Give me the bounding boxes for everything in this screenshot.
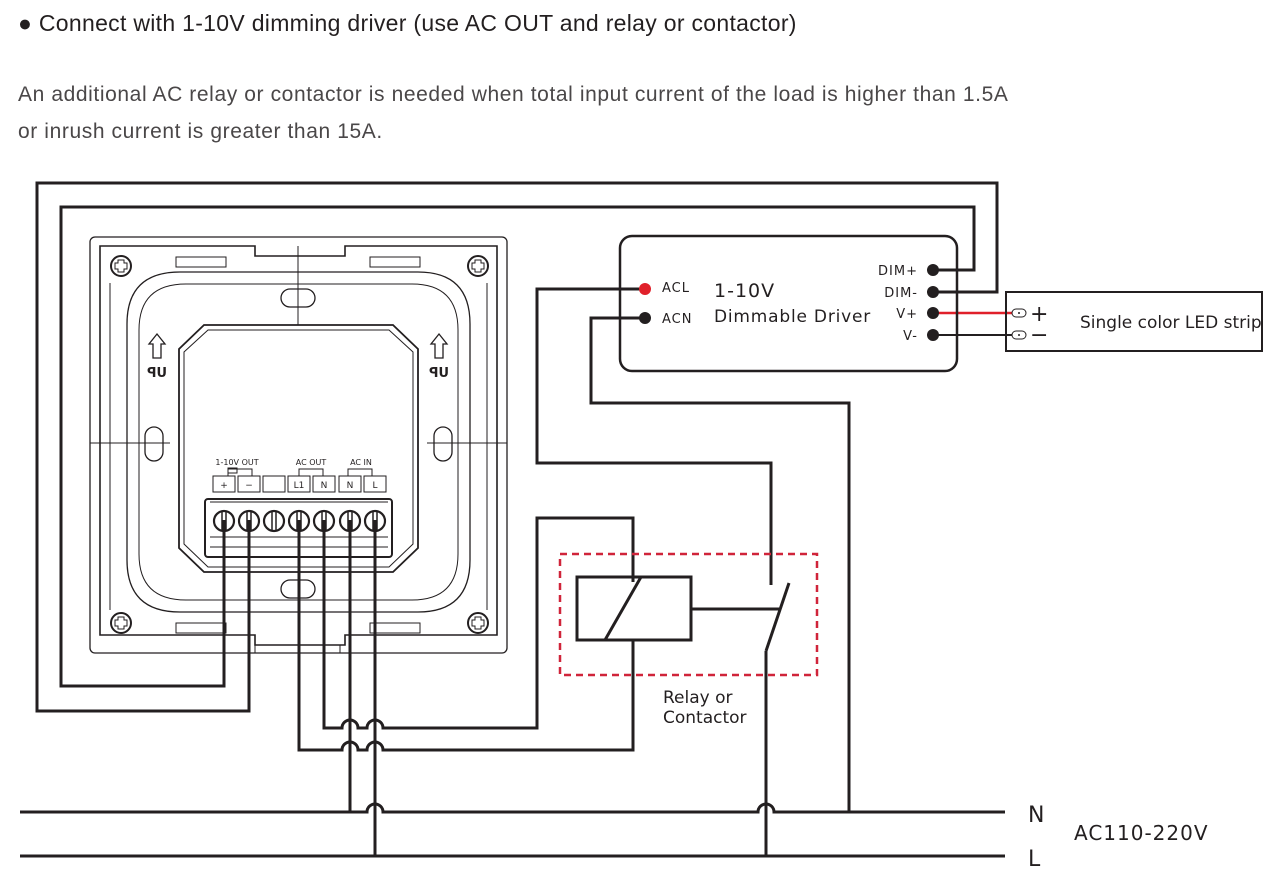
- terminal-label-box: [212, 475, 236, 493]
- driver-label-acl: ACL: [662, 281, 690, 296]
- terminal-label: L: [372, 481, 377, 491]
- relay-coil-slash: [603, 576, 643, 641]
- wire-ac-out-l1: [297, 520, 635, 752]
- mains-neutral-label: N: [1028, 803, 1044, 828]
- mains-live-label: L: [1028, 847, 1041, 872]
- terminal-group-ac-in: AC IN: [350, 458, 372, 467]
- wire-acn: [589, 316, 851, 812]
- driver-label-dim-minus: DIM-: [884, 286, 918, 301]
- junction-box-inner: [183, 329, 414, 568]
- relay: Relay or Contactor: [558, 552, 819, 728]
- terminal-label: L1: [294, 481, 305, 491]
- mains-voltage-label: AC110-220V: [1074, 821, 1209, 845]
- relay-contact-switch: [764, 582, 791, 652]
- mounting-plate-inner: [138, 283, 459, 601]
- pad-dot: [1018, 334, 1020, 336]
- wire-acl: [535, 287, 773, 585]
- driver-pin-dim-minus: [927, 286, 939, 298]
- driver-label-v-minus: V-: [903, 329, 918, 344]
- mount-slot-right: [433, 426, 453, 462]
- up-label-left: UP: [147, 366, 167, 381]
- description-paragraph: An additional AC relay or contactor is n…: [18, 76, 1008, 150]
- up-label-right: UP: [429, 366, 449, 381]
- terminal-label-box: [338, 475, 362, 493]
- screw-icon: [467, 255, 489, 277]
- dim-out-marker: [227, 467, 238, 474]
- mounting-plate-outer: [126, 271, 471, 613]
- screw-icon: [110, 612, 132, 634]
- terminal-labels: + − L1 N N L: [212, 475, 387, 493]
- dimmable-driver: ACL ACN 1-10V Dimmable Driver DIM+ DIM- …: [618, 234, 959, 373]
- driver-label-v-plus: V+: [896, 307, 918, 322]
- terminal-label: +: [220, 481, 228, 491]
- driver-label-acn: ACN: [662, 312, 692, 327]
- led-strip-box: [1005, 291, 1263, 352]
- terminal-group-ac-out: AC OUT: [296, 458, 327, 467]
- driver-pin-dim-plus: [927, 264, 939, 276]
- driver-box: [618, 234, 959, 373]
- bottom-left-clip: [175, 622, 227, 634]
- wire-ac-out-n: [322, 516, 635, 730]
- screw-icon: [110, 255, 132, 277]
- terminal-label-box: [312, 475, 336, 493]
- led-strip-minus-sign: −: [1030, 323, 1048, 348]
- terminal-label: −: [245, 481, 253, 491]
- mount-slot-left: [144, 426, 164, 462]
- terminal-label-box: [237, 475, 261, 493]
- mains-neutral-line: [20, 802, 1005, 814]
- description-line-2: or inrush current is greater than 15A.: [18, 120, 383, 143]
- relay-dashed-outline: [558, 552, 819, 677]
- relay-label-line-2: Contactor: [663, 708, 747, 728]
- pad-dot: [1018, 312, 1020, 314]
- screw-icon: [467, 612, 489, 634]
- driver-pin-v-plus: [927, 307, 939, 319]
- bottom-right-clip: [369, 622, 421, 634]
- terminal-label: N: [347, 481, 354, 491]
- terminal-label-box: [287, 475, 311, 493]
- driver-label-dim-plus: DIM+: [878, 264, 918, 279]
- junction-box-outline: [178, 324, 419, 573]
- driver-title-line-2: Dimmable Driver: [714, 307, 871, 327]
- ac-out-bracket: [298, 468, 324, 476]
- led-strip-label: Single color LED strip: [1080, 313, 1262, 333]
- up-arrow-icon: [147, 332, 167, 359]
- terminal-screw-icon: [262, 509, 286, 533]
- top-left-clip: [175, 256, 227, 268]
- driver-pin-v-minus: [927, 329, 939, 341]
- driver-pin-acl: [639, 283, 651, 295]
- top-right-clip: [369, 256, 421, 268]
- description-line-1: An additional AC relay or contactor is n…: [18, 83, 1009, 106]
- terminal-label-box: [363, 475, 387, 493]
- driver-pin-acn: [639, 312, 651, 324]
- led-strip-plus-sign: +: [1030, 302, 1048, 327]
- section-heading: ● Connect with 1-10V dimming driver (use…: [18, 10, 797, 36]
- led-strip: + − Single color LED strip: [1005, 291, 1263, 352]
- wires: [20, 181, 1012, 858]
- led-strip-pad-plus: [1011, 308, 1027, 318]
- panel-inner-frame: [99, 245, 498, 646]
- terminal-label: N: [321, 481, 328, 491]
- up-arrow-icon: [429, 332, 449, 359]
- driver-title-line-1: 1-10V: [714, 280, 775, 302]
- mount-slot-top: [280, 288, 316, 308]
- led-strip-pad-minus: [1011, 330, 1027, 340]
- wire-dim-plus: [59, 205, 976, 688]
- relay-label-line-1: Relay or: [663, 688, 733, 708]
- ac-in-bracket: [347, 468, 373, 476]
- terminal-group-dim-out: 1-10V OUT: [215, 458, 258, 467]
- terminal-label-box: [262, 475, 286, 493]
- wire-dim-minus: [35, 181, 999, 713]
